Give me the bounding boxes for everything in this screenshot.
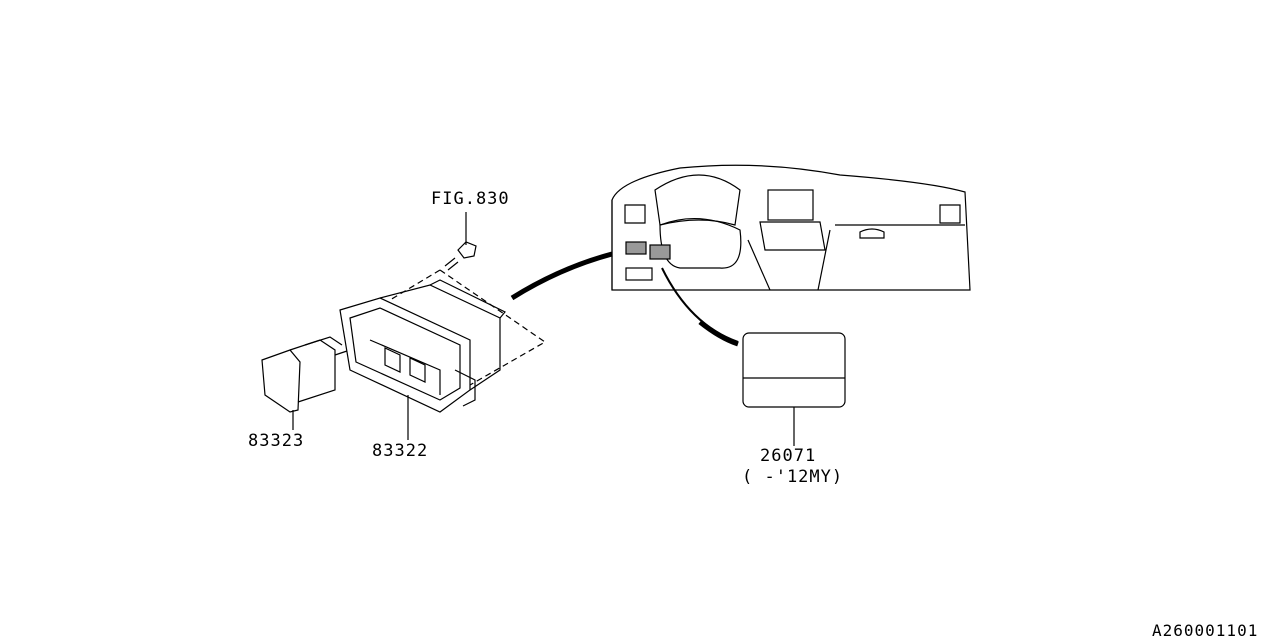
panel-drawing [339,279,506,440]
leader-arrow-label [661,267,739,343]
dashboard-drawing [611,164,971,291]
fig-reference-label: FIG.830 [431,189,510,209]
switch-location-1 [625,241,647,255]
label-plate-drawing [742,332,846,446]
part-number-26071: 26071 [760,446,817,466]
part-number-83323: 83323 [248,431,305,451]
switch-location-2 [649,244,671,260]
leader-arrow-panel [510,251,613,301]
switch-drawing [261,336,348,430]
part-number-83322: 83322 [372,441,429,461]
screw-drawing [444,212,477,271]
assembly-guide [389,269,547,386]
part-note-model-year: ( -'12MY) [742,467,844,487]
diagram-id: A260001101 [1152,621,1259,640]
